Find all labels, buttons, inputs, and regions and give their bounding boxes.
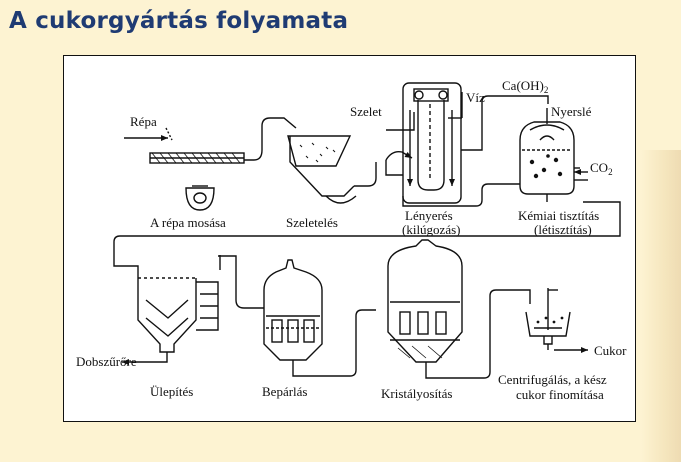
label-viz: Víz [466,90,485,105]
label-co2: CO2 [590,160,613,177]
label-co2-sub: 2 [608,167,613,177]
label-ulepites: Ülepítés [150,384,193,399]
label-co2-text: CO [590,160,608,175]
label-letisztitas: (létisztítás) [534,222,592,237]
label-szeletelés: Szeletelés [286,215,338,230]
label-beparlas: Bepárlás [262,384,307,399]
particles [529,154,564,324]
crystallizer [387,239,531,379]
process-diagram-panel [63,55,636,422]
label-lenyeres: Lényerés [405,208,453,223]
label-caoh2-text: Ca(OH) [502,78,544,93]
slide-title: A cukorgyártás folyamata [9,8,349,34]
label-dobszurore: Dobszűrőre [76,354,137,369]
label-cukor-finomitasa: cukor finomítása [516,387,604,402]
label-caoh2-sub: 2 [544,85,549,95]
diffusion-tower [385,82,549,207]
label-kristalyositas: Kristályosítás [381,386,453,401]
label-kilugozas: (kilúgozás) [402,222,460,237]
purification-tank [113,108,621,258]
evaporator [263,259,376,377]
label-nyersle: Nyerslé [551,104,592,119]
slicing-unit [287,135,377,204]
label-caoh2: Ca(OH)2 [502,78,548,95]
label-kemiai-tisztitas: Kémiai tisztítás [518,208,599,223]
centrifuge [525,288,588,353]
label-repa: Répa [130,114,157,129]
label-cukor: Cukor [594,343,627,358]
washing-unit [124,117,297,211]
settling-tank [113,255,264,365]
decorative-background-edge [641,150,681,462]
label-centrifugalas: Centrifugálás, a kész [498,372,607,387]
label-repa-mosasa: A répa mosása [150,215,226,230]
label-szelet: Szelet [350,104,382,119]
